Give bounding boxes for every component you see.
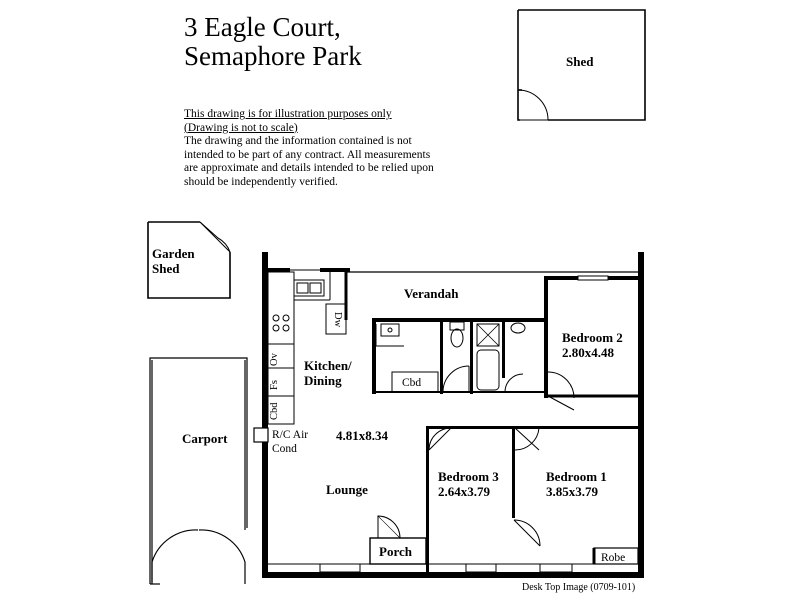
- aircon-label-2: Cond: [272, 443, 297, 455]
- lounge-label: Lounge: [326, 482, 368, 497]
- garden-shed-label-2: Shed: [152, 261, 180, 276]
- bedroom-2-dims: 2.80x4.48: [562, 345, 615, 360]
- oven-label: Ov: [269, 352, 280, 366]
- verandah-label: Verandah: [404, 286, 459, 301]
- fridge-space-label: Fs: [269, 380, 280, 390]
- kitchen-label-1: Kitchen/: [304, 358, 352, 373]
- page-title-line-2: Semaphore Park: [184, 41, 362, 71]
- page-title-line-1: 3 Eagle Court,: [184, 12, 341, 42]
- wet-areas: [372, 318, 548, 394]
- carport-label: Carport: [182, 431, 228, 446]
- porch-label: Porch: [379, 544, 413, 559]
- dishwasher-label: Dw: [332, 312, 343, 328]
- bedroom-2: [544, 275, 642, 411]
- garden-shed: [147, 221, 231, 299]
- disclaimer-body: The drawing and the information containe…: [184, 135, 434, 188]
- kitchen: [267, 271, 347, 425]
- disclaimer-line-2: (Drawing is not to scale): [184, 121, 298, 134]
- bedroom-1-dims: 3.85x3.79: [546, 484, 599, 499]
- house-walls: [262, 252, 644, 578]
- robe-label: Robe: [601, 552, 625, 564]
- shed-label: Shed: [566, 54, 594, 69]
- aircon-label-1: R/C Air: [272, 429, 308, 441]
- porch: [369, 515, 427, 565]
- bedroom-1-label: Bedroom 1: [546, 469, 607, 484]
- disclaimer-line-1: This drawing is for illustration purpose…: [184, 108, 392, 120]
- kitchen-cbd-label: Cbd: [269, 402, 280, 420]
- bedroom-2-label: Bedroom 2: [562, 330, 623, 345]
- living-dims: 4.81x8.34: [336, 428, 389, 443]
- kitchen-label-2: Dining: [304, 373, 342, 388]
- aircon-unit: [253, 427, 269, 443]
- shed: [517, 9, 646, 121]
- bedrooms-lower: [426, 426, 642, 572]
- laundry-cbd-label: Cbd: [402, 377, 421, 389]
- bedroom-3-dims: 2.64x3.79: [438, 484, 491, 499]
- garden-shed-label-1: Garden: [152, 246, 195, 261]
- footer-image-ref: Desk Top Image (0709-101): [522, 582, 636, 593]
- disclaimer: This drawing is for illustration purpose…: [184, 108, 444, 190]
- carport: [149, 357, 248, 585]
- bedroom-3-label: Bedroom 3: [438, 469, 499, 484]
